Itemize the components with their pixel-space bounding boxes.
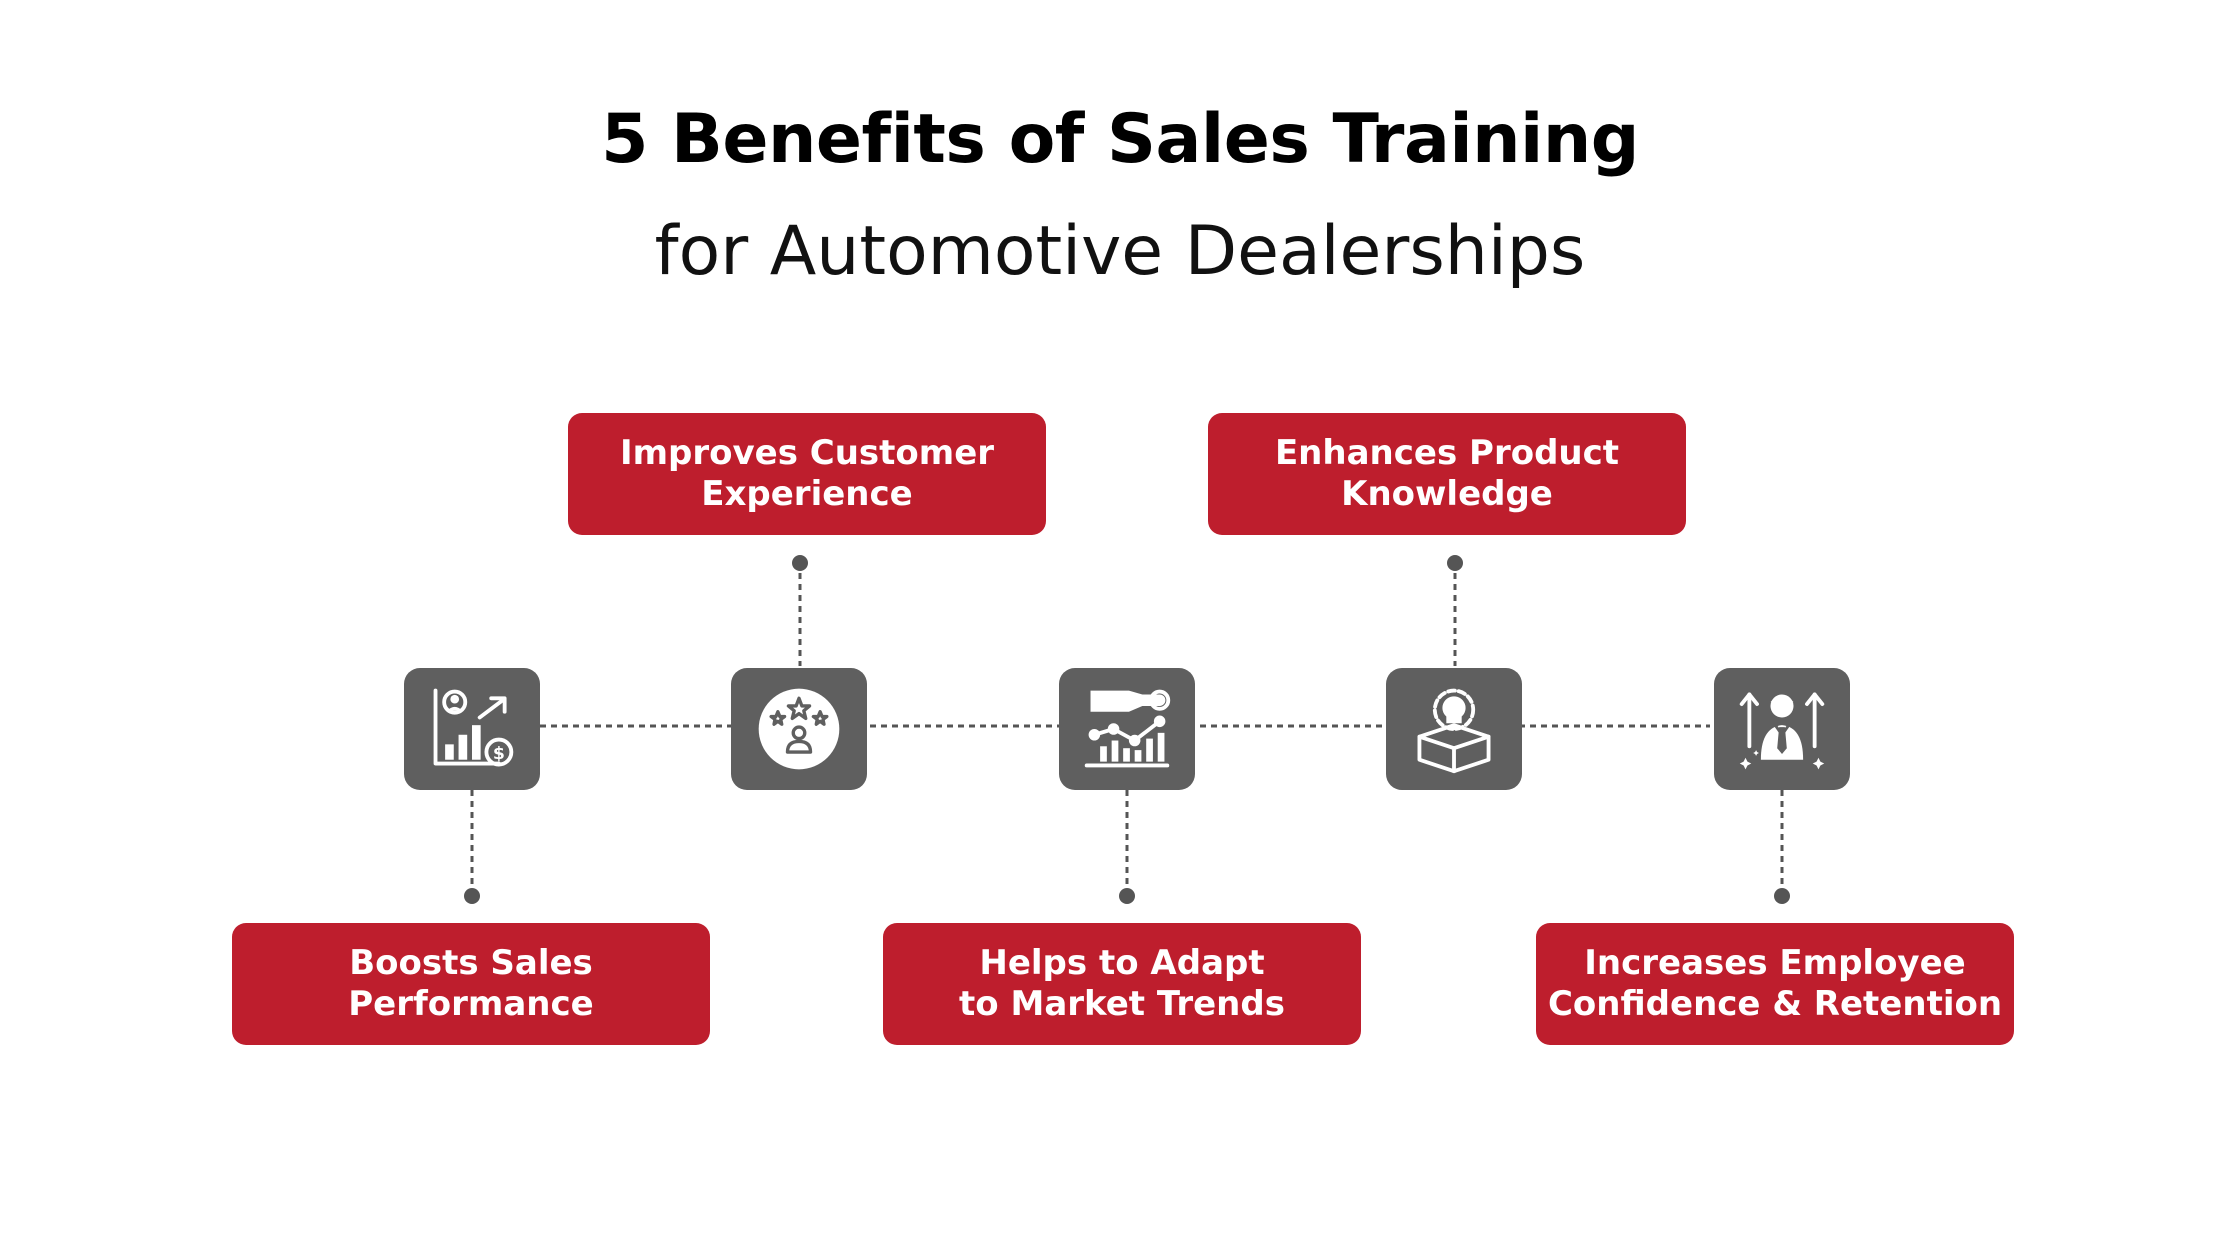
sales-growth-chart-icon: $ bbox=[433, 688, 514, 767]
connector-dot bbox=[464, 888, 480, 904]
page-subtitle: for Automotive Dealerships bbox=[654, 212, 1586, 291]
connector-dot bbox=[792, 555, 808, 571]
page-title: 5 Benefits of Sales Training bbox=[601, 100, 1639, 179]
employee-growth-icon bbox=[1739, 692, 1825, 770]
tile-employee-confidence bbox=[1714, 668, 1850, 790]
tile-market-trends bbox=[1059, 668, 1195, 790]
connector-dot bbox=[1119, 888, 1135, 904]
market-trend-chart-icon bbox=[1084, 689, 1171, 768]
benefit-market-trends: Helps to Adapt to Market Trends bbox=[883, 923, 1361, 1045]
tile-product-knowledge bbox=[1386, 668, 1522, 790]
benefit-label-line2: Confidence & Retention bbox=[1547, 984, 2003, 1024]
benefit-label-line1: Enhances Product bbox=[1274, 433, 1620, 473]
benefit-label-line2: Experience bbox=[701, 474, 913, 514]
tile-customer-experience bbox=[731, 668, 867, 790]
benefit-boosts-sales: Boosts Sales Performance bbox=[232, 923, 710, 1045]
benefit-label-line1: Helps to Adapt bbox=[979, 943, 1265, 983]
connector-dot bbox=[1774, 888, 1790, 904]
benefit-label-line2: Performance bbox=[348, 984, 594, 1024]
product-knowledge-box-icon bbox=[1417, 688, 1491, 774]
benefit-label-line1: Increases Employee bbox=[1584, 943, 1966, 983]
benefit-employee-confidence: Increases Employee Confidence & Retentio… bbox=[1536, 923, 2014, 1045]
benefit-label-line1: Improves Customer bbox=[619, 433, 995, 473]
customer-rating-stars-icon bbox=[758, 688, 840, 770]
benefit-product-knowledge: Enhances Product Knowledge bbox=[1208, 413, 1686, 535]
benefit-label-line1: Boosts Sales bbox=[349, 943, 593, 983]
tile-boosts-sales: $ bbox=[404, 668, 540, 790]
benefit-customer-experience: Improves Customer Experience bbox=[568, 413, 1046, 535]
connector-dot bbox=[1447, 555, 1463, 571]
benefit-label-line2: Knowledge bbox=[1341, 474, 1553, 514]
benefit-label-line2: to Market Trends bbox=[959, 984, 1285, 1024]
svg-text:$: $ bbox=[493, 744, 505, 764]
